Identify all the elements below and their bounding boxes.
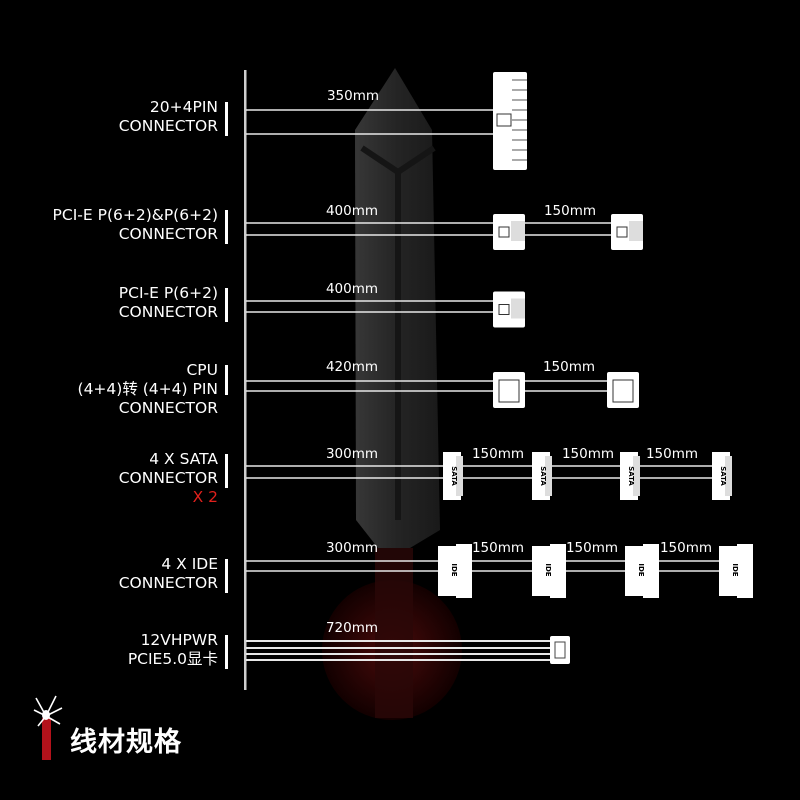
cable-length-label: 150mm bbox=[565, 540, 619, 556]
connector-ide-3-text: IDE bbox=[637, 563, 645, 576]
cable-label-line: CPU bbox=[186, 361, 218, 379]
connector-ide-2-text: IDE bbox=[544, 563, 552, 576]
connector-ide-3: IDE bbox=[625, 544, 659, 598]
footer-title: 线材规格 bbox=[70, 727, 182, 758]
cable-label-line: CONNECTOR bbox=[118, 117, 218, 135]
cable-label-line: CONNECTOR bbox=[118, 574, 218, 592]
cable-label-line: 4 X IDE bbox=[161, 555, 218, 573]
label-indicator-bar bbox=[225, 559, 228, 593]
cable-length-label: 720mm bbox=[325, 620, 379, 636]
cable-label-pcie-single: PCI-E P(6+2)CONNECTOR bbox=[119, 284, 218, 322]
connector-atx-1 bbox=[493, 72, 527, 170]
connector-ide-1: IDE bbox=[438, 544, 472, 598]
cable-label-line: 12VHPWR bbox=[140, 631, 218, 649]
label-indicator-bar bbox=[225, 454, 228, 488]
cable-label-pcie-dual: PCI-E P(6+2)&P(6+2)CONNECTOR bbox=[53, 206, 218, 244]
connector-pcie-dual-1 bbox=[493, 214, 525, 250]
cable-label-line: CONNECTOR bbox=[118, 225, 218, 243]
connector-ide-4-text: IDE bbox=[731, 563, 739, 576]
cable-length-label: 150mm bbox=[542, 359, 596, 375]
main-vertical-rail bbox=[244, 70, 247, 690]
connector-ide-2: IDE bbox=[532, 544, 566, 598]
cable-label-line: CONNECTOR bbox=[118, 399, 218, 417]
cable-length-label: 150mm bbox=[543, 203, 597, 219]
cable-label-line: 4 X SATA bbox=[149, 450, 218, 468]
cable-label-line: (4+4)转 (4+4) PIN bbox=[77, 380, 218, 398]
connector-pcie-dual-2 bbox=[611, 214, 643, 250]
cable-length-label: 420mm bbox=[325, 359, 379, 375]
cable-length-label: 300mm bbox=[325, 540, 379, 556]
cable-length-label: 350mm bbox=[326, 88, 380, 104]
connector-sata-3: SATA bbox=[620, 452, 640, 500]
connector-ide-1-text: IDE bbox=[450, 563, 458, 576]
cable-length-label: 150mm bbox=[659, 540, 713, 556]
label-indicator-bar bbox=[225, 635, 228, 669]
cable-label-line: CONNECTOR bbox=[118, 303, 218, 321]
cable-length-label: 150mm bbox=[561, 446, 615, 462]
connector-sata-2: SATA bbox=[532, 452, 552, 500]
sword-hilt-shape bbox=[375, 548, 413, 718]
cable-label-line: PCI-E P(6+2) bbox=[118, 284, 218, 302]
connector-cpu-1 bbox=[493, 372, 525, 408]
cable-length-label: 400mm bbox=[325, 203, 379, 219]
label-indicator-bar bbox=[225, 365, 228, 395]
cable-label-line: PCI-E P(6+2)&P(6+2) bbox=[52, 206, 218, 224]
connector-sata-1-text: SATA bbox=[450, 466, 458, 486]
spider-logo-icon bbox=[33, 695, 63, 760]
cable-length-label: 400mm bbox=[325, 281, 379, 297]
connector-sata-4-text: SATA bbox=[719, 466, 727, 486]
cable-label-line: PCIE5.0显卡 bbox=[127, 650, 218, 668]
cable-quantity-badge: X 2 bbox=[192, 488, 218, 506]
cable-length-label: 300mm bbox=[325, 446, 379, 462]
connector-sata-2-text: SATA bbox=[539, 466, 547, 486]
cable-label-line: 20+4PIN bbox=[149, 98, 218, 116]
label-indicator-bar bbox=[225, 288, 228, 322]
sword-ridge-shape bbox=[360, 145, 436, 520]
connector-ide-4: IDE bbox=[719, 544, 753, 598]
connector-sata-3-text: SATA bbox=[627, 466, 635, 486]
label-indicator-bar bbox=[225, 210, 228, 244]
connector-sata-4: SATA bbox=[712, 452, 732, 500]
connector-pcie-single-1 bbox=[493, 291, 525, 328]
label-indicator-bar bbox=[225, 102, 228, 136]
cable-length-label: 150mm bbox=[645, 446, 699, 462]
connector-cpu-2 bbox=[607, 372, 639, 408]
connector-sata-1: SATA bbox=[443, 452, 463, 500]
cable-label-line: CONNECTOR bbox=[118, 469, 218, 487]
cable-length-label: 150mm bbox=[471, 446, 525, 462]
cable-length-label: 150mm bbox=[471, 540, 525, 556]
connector-hpwr-1 bbox=[550, 636, 570, 664]
